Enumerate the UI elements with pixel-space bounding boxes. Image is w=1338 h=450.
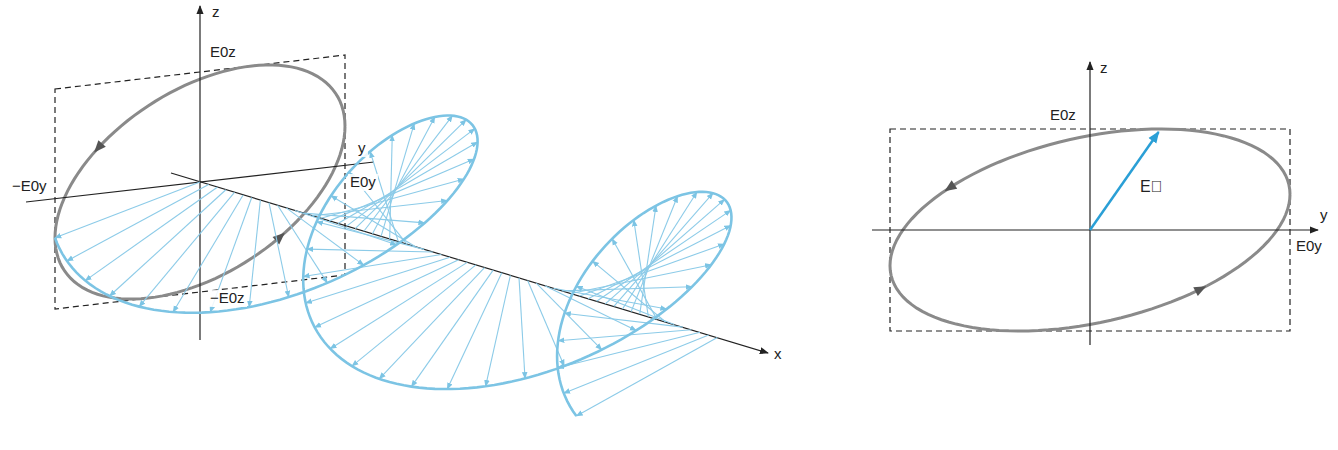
amplitude-label: E0y	[348, 174, 378, 191]
axis-label: x	[772, 346, 784, 363]
field-vector	[411, 270, 493, 386]
amplitude-label: −E0y	[10, 178, 49, 195]
field-vector	[576, 338, 717, 416]
rotation-arrow	[942, 180, 958, 195]
field-vector	[249, 200, 260, 307]
vector-label: E⃗	[1138, 178, 1165, 196]
field-vector	[55, 182, 200, 238]
field-helix	[55, 115, 731, 415]
field-vector	[640, 206, 656, 315]
field-vector	[303, 255, 441, 277]
field-vector	[593, 261, 666, 322]
field-vector	[110, 190, 226, 296]
field-vector	[447, 273, 501, 389]
amplitude-label: E0y	[1294, 238, 1324, 255]
field-vector	[597, 210, 731, 301]
amplitude-label: −E0z	[208, 290, 247, 307]
field-vector	[564, 335, 709, 393]
field-vector	[347, 129, 475, 226]
field-vector	[588, 225, 731, 298]
field-vector	[634, 220, 649, 317]
field-vector	[519, 278, 525, 379]
axis-label: z	[210, 4, 222, 21]
field-vector	[486, 275, 511, 386]
field-vector	[352, 265, 476, 366]
field-vector	[312, 201, 447, 216]
field-vector	[565, 313, 683, 327]
axis-label: y	[356, 140, 368, 157]
z-axis	[199, 6, 200, 340]
field-vector	[576, 286, 674, 324]
field-vector	[85, 187, 217, 280]
field-vector	[605, 199, 724, 303]
rotation-arrow	[1193, 282, 1208, 296]
y-axis	[872, 229, 1318, 230]
x-axis	[171, 173, 768, 353]
field-vector	[379, 268, 484, 379]
field-vector	[306, 257, 450, 303]
axis-label: y	[1318, 207, 1330, 224]
field-vector	[558, 332, 700, 367]
field-vector	[269, 203, 289, 297]
amplitude-label: E0z	[1048, 107, 1078, 124]
field-vector	[307, 249, 433, 252]
field-vector	[372, 117, 434, 234]
amplitude-label: E0z	[208, 44, 238, 61]
rotation-arrow	[90, 140, 105, 156]
field-vector	[614, 193, 713, 306]
axis-label: z	[1098, 60, 1110, 77]
z-axis	[1089, 62, 1090, 345]
helix-curve	[55, 115, 731, 415]
field-vector	[612, 239, 657, 320]
